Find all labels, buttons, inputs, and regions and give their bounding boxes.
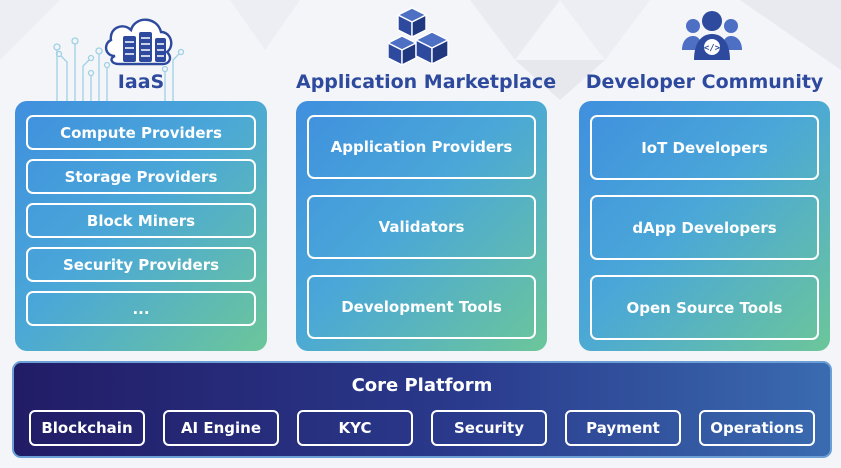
core-item-blockchain[interactable]: Blockchain <box>29 410 145 446</box>
iaas-item-block-miners[interactable]: Block Miners <box>26 203 256 238</box>
iaas-panel: Compute Providers Storage Providers Bloc… <box>15 101 267 351</box>
server-cloud-icon <box>53 18 185 102</box>
developer-item-dapp-developers[interactable]: dApp Developers <box>590 195 819 260</box>
iaas-item-more[interactable]: ... <box>26 291 256 326</box>
core-platform-panel: Core Platform Blockchain AI Engine KYC S… <box>12 361 832 458</box>
iaas-item-compute-providers[interactable]: Compute Providers <box>26 115 256 150</box>
core-item-kyc[interactable]: KYC <box>297 410 413 446</box>
iaas-item-storage-providers[interactable]: Storage Providers <box>26 159 256 194</box>
developer-item-open-source-tools[interactable]: Open Source Tools <box>590 275 819 340</box>
iaas-title: IaaS <box>117 71 165 93</box>
iaas-item-security-providers[interactable]: Security Providers <box>26 247 256 282</box>
marketplace-item-development-tools[interactable]: Development Tools <box>307 275 536 339</box>
marketplace-item-application-providers[interactable]: Application Providers <box>307 115 536 179</box>
core-item-payment[interactable]: Payment <box>565 410 681 446</box>
cubes-icon <box>388 7 449 66</box>
core-platform-items: Blockchain AI Engine KYC Security Paymen… <box>29 410 815 446</box>
core-item-ai-engine[interactable]: AI Engine <box>163 410 279 446</box>
developer-panel: IoT Developers dApp Developers Open Sour… <box>579 101 830 351</box>
marketplace-panel: Application Providers Validators Develop… <box>296 101 547 351</box>
core-platform-title: Core Platform <box>351 375 493 396</box>
marketplace-item-validators[interactable]: Validators <box>307 195 536 259</box>
developer-title: Developer Community <box>585 71 824 93</box>
developer-group-icon: </> <box>682 11 742 60</box>
core-item-security[interactable]: Security <box>431 410 547 446</box>
core-item-operations[interactable]: Operations <box>699 410 815 446</box>
developer-item-iot-developers[interactable]: IoT Developers <box>590 115 819 180</box>
marketplace-title: Application Marketplace <box>296 71 557 93</box>
svg-text:</>: </> <box>704 44 721 54</box>
